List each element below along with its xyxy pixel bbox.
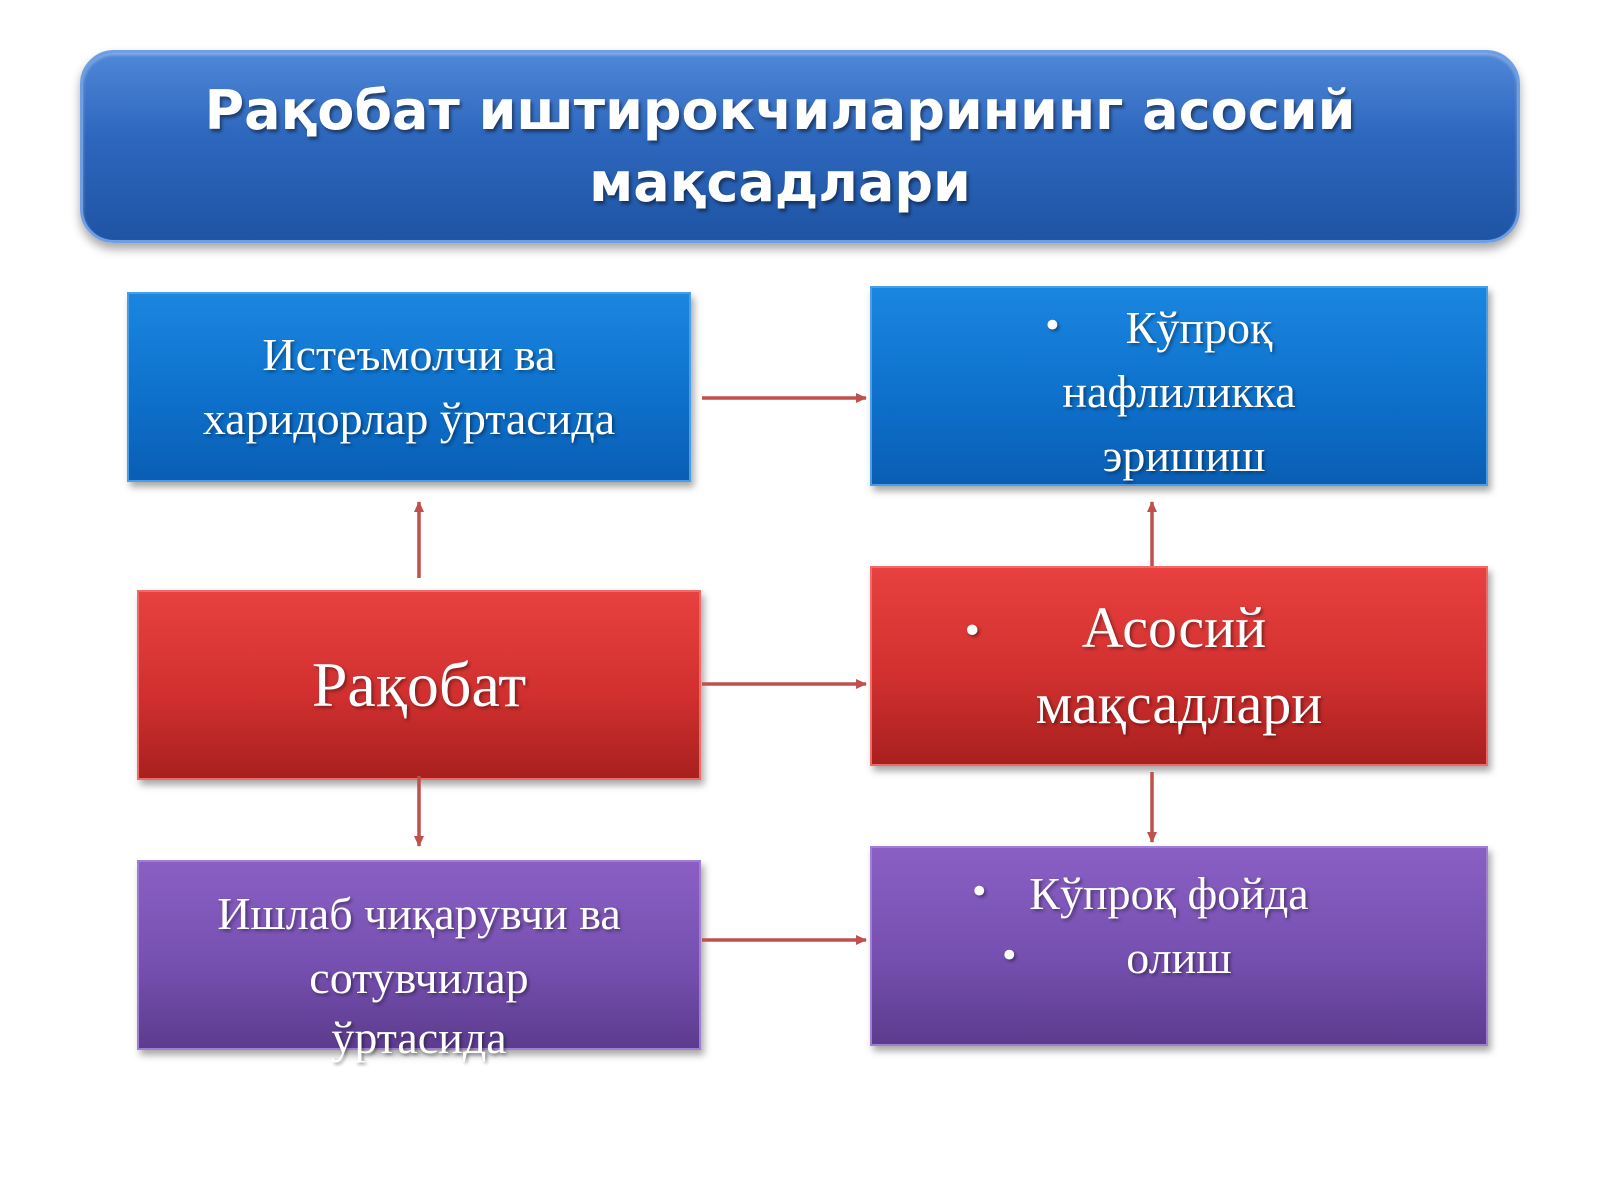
consumers-text: Истеъмолчи ва харидорлар ўртасида — [203, 323, 615, 451]
title-line-2: мақсадлари — [589, 150, 971, 214]
main-goals-text: • Асосий мақсадлари — [962, 590, 1323, 742]
more-usefulness-line-2: нафлиликка — [1062, 366, 1296, 417]
page-title: Рақобат иштирокчиларининг асосий мақсадл… — [190, 75, 1370, 219]
title-line-1: Рақобат иштирокчиларининг асосий — [204, 78, 1356, 142]
title-banner: Рақобат иштирокчиларининг асосий мақсадл… — [80, 50, 1520, 243]
more-usefulness-line-3: эришиш — [1102, 430, 1266, 481]
main-goals-line-1: Асосий — [1081, 595, 1267, 660]
bullet-icon: • — [1042, 306, 1063, 346]
main-goals-line-2: мақсадлари — [1035, 671, 1323, 736]
more-usefulness-line-1: Кўпроқ — [1125, 302, 1273, 353]
main-goals-box: • Асосий мақсадлари — [870, 566, 1488, 766]
producers-text: Ишлаб чиқарувчи ва сотувчилар ўртасида — [217, 882, 621, 1066]
more-usefulness-text: • Кўпроқ нафлиликка эришиш — [1042, 296, 1296, 488]
more-profit-line-1: Кўпроқ фойда — [1029, 868, 1309, 919]
bullet-icon: • — [969, 872, 990, 912]
producers-line-1: Ишлаб чиқарувчи ва — [217, 888, 621, 939]
bullet-icon: • — [961, 611, 983, 652]
more-profit-text: • Кўпроқ фойда • олиш — [969, 862, 1308, 990]
producers-line-3: ўртасида — [331, 1012, 507, 1063]
bullet-icon: • — [999, 936, 1020, 976]
producers-line-2: сотувчилар — [309, 952, 529, 1003]
consumers-line-1: Истеъмолчи ва — [262, 329, 556, 380]
competition-label: Рақобат — [311, 649, 527, 720]
consumers-box: Истеъмолчи ва харидорлар ўртасида — [127, 292, 691, 482]
more-usefulness-box: • Кўпроқ нафлиликка эришиш — [870, 286, 1488, 486]
more-profit-line-2: олиш — [1126, 932, 1232, 983]
consumers-line-2: харидорлар ўртасида — [202, 393, 616, 444]
producers-box: Ишлаб чиқарувчи ва сотувчилар ўртасида — [137, 860, 701, 1063]
more-profit-box: • Кўпроқ фойда • олиш — [870, 846, 1488, 1046]
